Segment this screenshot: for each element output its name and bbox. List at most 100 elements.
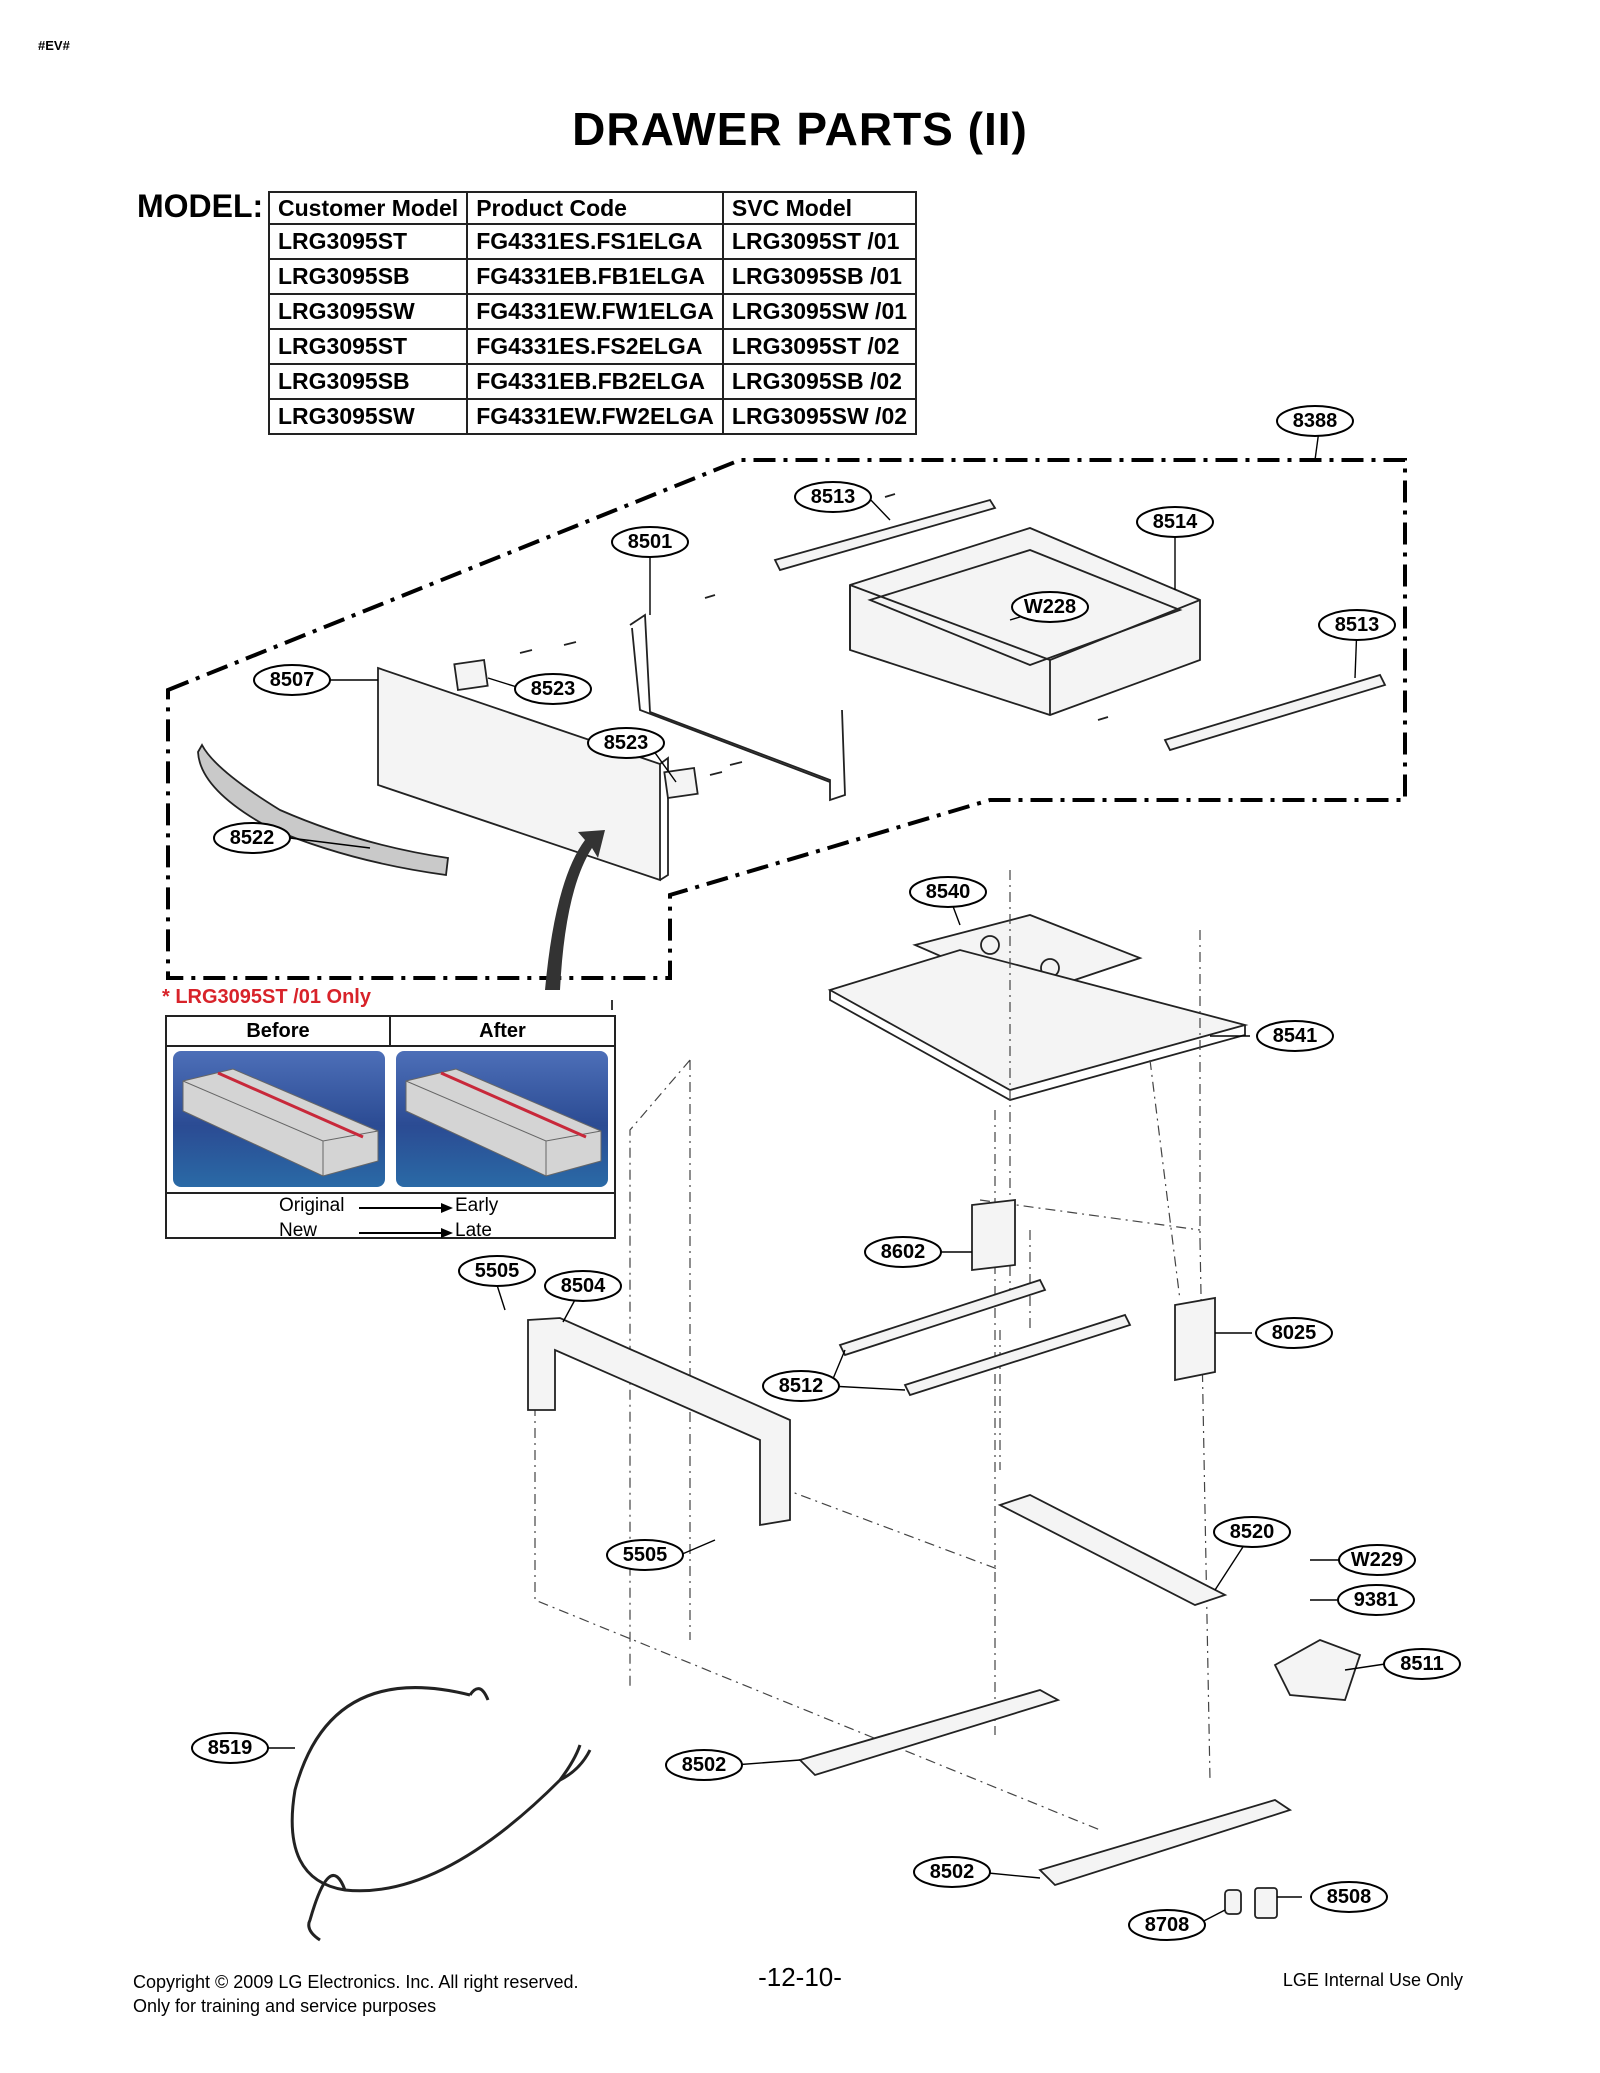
svc-model-cell: LRG3095SW /02 xyxy=(721,398,918,435)
callout-8508: 8508 xyxy=(1310,1881,1388,1913)
callout-5505: 5505 xyxy=(606,1539,684,1571)
callout-w229: W229 xyxy=(1338,1544,1416,1576)
mounting-plate xyxy=(827,949,1249,1101)
customer-model-cell: LRG3095SW xyxy=(267,398,469,435)
callout-5505: 5505 xyxy=(458,1255,536,1287)
callout-8512: 8512 xyxy=(762,1370,840,1402)
callout-label: 8388 xyxy=(1293,410,1338,432)
product-code-cell: FG4331EW.FW1ELGA xyxy=(466,293,724,330)
customer-model-cell: LRG3095ST xyxy=(267,223,469,260)
callout-8519: 8519 xyxy=(191,1732,269,1764)
side-bracket xyxy=(1174,1296,1216,1382)
product-code-cell: FG4331ES.FS1ELGA xyxy=(466,223,724,260)
callout-8502: 8502 xyxy=(913,1856,991,1888)
callout-label: 8025 xyxy=(1272,1322,1317,1344)
callout-8388: 8388 xyxy=(1276,405,1354,437)
legend-early: Early xyxy=(455,1195,499,1216)
model-label: MODEL: xyxy=(137,188,264,224)
legend-late: Late xyxy=(455,1220,492,1241)
callout-8504: 8504 xyxy=(544,1270,622,1302)
table-row: LRG3095SW FG4331EW.FW2ELGA LRG3095SW /02 xyxy=(267,398,918,435)
page-number: -12-10- xyxy=(758,1962,842,1992)
customer-model-cell: LRG3095SB xyxy=(267,363,469,400)
callout-label: 8708 xyxy=(1145,1914,1190,1936)
callout-8602: 8602 xyxy=(864,1236,942,1268)
header-customer-model: Customer Model xyxy=(267,191,469,225)
drawer-rail-left xyxy=(773,498,997,572)
footer-copyright: Copyright © 2009 LG Electronics. Inc. Al… xyxy=(133,1970,578,2018)
internal-use-note: LGE Internal Use Only xyxy=(1282,1970,1463,1990)
revision-note-label: * LRG3095ST /01 Only xyxy=(162,986,371,1008)
product-code-cell: FG4331EB.FB1ELGA xyxy=(466,258,724,295)
table-row: LRG3095SB FG4331EB.FB2ELGA LRG3095SB /02 xyxy=(267,363,918,400)
callout-label: 8508 xyxy=(1327,1886,1372,1908)
after-header: After xyxy=(391,1017,614,1047)
table-row: LRG3095SW FG4331EW.FW1ELGA LRG3095SW /01 xyxy=(267,293,918,330)
svc-model-cell: LRG3095ST /02 xyxy=(721,328,918,365)
svc-model-cell: LRG3095SB /02 xyxy=(721,363,918,400)
callout-8025: 8025 xyxy=(1255,1317,1333,1349)
callout-8513: 8513 xyxy=(794,481,872,513)
model-table: Customer Model Product Code SVC Model LR… xyxy=(267,191,918,435)
table-row: LRG3095SB FG4331EB.FB1ELGA LRG3095SB /01 xyxy=(267,258,918,295)
corner-tag: #EV# xyxy=(38,38,70,53)
callout-label: 8507 xyxy=(270,669,315,691)
channel xyxy=(997,1494,1228,1606)
leveling-foot-spacer xyxy=(1224,1889,1242,1915)
callout-label: 8522 xyxy=(230,827,275,849)
wire-harness xyxy=(290,1686,592,1942)
callout-8708: 8708 xyxy=(1128,1909,1206,1941)
customer-model-cell: LRG3095ST xyxy=(267,328,469,365)
copyright-line-1: Copyright © 2009 LG Electronics. Inc. Al… xyxy=(133,1972,579,1992)
leveling-leg xyxy=(1254,1887,1278,1919)
model-table-header: Customer Model Product Code SVC Model xyxy=(267,191,918,225)
drawer-rail-right xyxy=(1163,673,1387,752)
guide-lines xyxy=(534,870,1211,1831)
table-row: LRG3095ST FG4331ES.FS1ELGA LRG3095ST /01 xyxy=(267,223,918,260)
before-image xyxy=(173,1051,385,1187)
callout-8541: 8541 xyxy=(1256,1020,1334,1052)
callout-8501: 8501 xyxy=(611,526,689,558)
callout-label: 5505 xyxy=(475,1260,520,1282)
callout-8513: 8513 xyxy=(1318,609,1396,641)
bracket-lower xyxy=(663,767,699,799)
callout-8502: 8502 xyxy=(665,1749,743,1781)
product-code-cell: FG4331EB.FB2ELGA xyxy=(466,363,724,400)
cross-rails xyxy=(838,1278,1132,1397)
revision-note-box: Before After Original Early New Late xyxy=(165,1015,616,1241)
callout-label: 8511 xyxy=(1400,1653,1443,1675)
svc-model-cell: LRG3095SB /01 xyxy=(721,258,918,295)
bottom-rail-lower xyxy=(1038,1799,1293,1887)
callout-label: 8523 xyxy=(531,678,576,700)
drawer-before-illustration xyxy=(182,1068,379,1177)
svc-model-cell: LRG3095SW /01 xyxy=(721,293,918,330)
drawer-front-panel xyxy=(377,666,669,882)
table-row: LRG3095ST FG4331ES.FS2ELGA LRG3095ST /02 xyxy=(267,328,918,365)
callout-label: 8519 xyxy=(208,1737,253,1759)
callout-8507: 8507 xyxy=(253,664,331,696)
after-image xyxy=(396,1051,608,1187)
legend-new: New xyxy=(279,1220,318,1241)
callout-8523: 8523 xyxy=(514,673,592,705)
callout-label: 8513 xyxy=(811,486,856,508)
callout-8511: 8511 xyxy=(1383,1648,1461,1680)
callout-8520: 8520 xyxy=(1213,1516,1291,1548)
callout-label: 8523 xyxy=(604,732,649,754)
drawer-front-frame xyxy=(629,613,846,802)
callout-8540: 8540 xyxy=(909,876,987,908)
drawer-after-illustration xyxy=(405,1068,602,1177)
callout-label: 8502 xyxy=(930,1861,975,1883)
callout-label: 8512 xyxy=(779,1375,824,1397)
header-svc-model: SVC Model xyxy=(721,191,918,225)
small-bracket xyxy=(971,1198,1016,1272)
copyright-line-2: Only for training and service purposes xyxy=(133,1996,437,2016)
callout-label: W229 xyxy=(1351,1549,1403,1571)
callout-label: 8520 xyxy=(1230,1521,1275,1543)
callout-label: 8602 xyxy=(881,1241,926,1263)
drawer-handle xyxy=(197,743,449,877)
svc-model-cell: LRG3095ST /01 xyxy=(721,223,918,260)
customer-model-cell: LRG3095SB xyxy=(267,258,469,295)
callout-label: 8513 xyxy=(1335,614,1380,636)
customer-model-cell: LRG3095SW xyxy=(267,293,469,330)
